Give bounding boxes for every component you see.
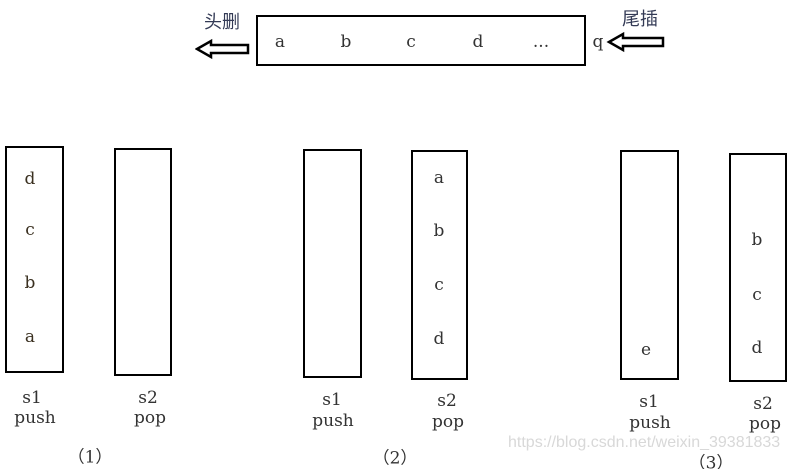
panel-caption: （3） xyxy=(688,453,734,469)
s2-label: s2 xyxy=(753,394,773,414)
stack-item: c xyxy=(25,220,35,240)
stack-s1 xyxy=(303,149,362,378)
stack-item: d xyxy=(24,169,36,189)
stack-item: b xyxy=(433,221,445,241)
s2-op-label: pop xyxy=(432,412,464,432)
s1-label: s1 xyxy=(22,388,42,408)
stack-item: d xyxy=(751,338,763,358)
stack-s1 xyxy=(620,150,679,380)
stack-item: c xyxy=(752,285,762,305)
s2-op-label: pop xyxy=(134,408,166,428)
s2-label: s2 xyxy=(437,391,457,411)
watermark: https://blog.csdn.net/weixin_39381833 xyxy=(508,434,781,451)
s1-op-label: push xyxy=(14,408,56,428)
queue-item: d xyxy=(472,32,484,52)
queue-tail-item: q xyxy=(592,32,604,52)
s2-label: s2 xyxy=(138,388,158,408)
left-arrow-icon xyxy=(195,38,250,60)
queue-item: b xyxy=(340,32,352,52)
panel-caption: （2） xyxy=(372,448,418,469)
s1-op-label: push xyxy=(312,411,354,431)
stack-item: c xyxy=(434,275,444,295)
queue-item: c xyxy=(406,32,416,52)
head-delete-label: 头删 xyxy=(204,12,240,33)
stack-s2 xyxy=(729,153,787,382)
stack-item: b xyxy=(751,230,763,250)
stack-item: d xyxy=(433,329,445,349)
tail-insert-label: 尾插 xyxy=(622,9,658,30)
right-arrow-icon xyxy=(606,31,665,53)
queue-item: ... xyxy=(532,32,550,52)
s1-op-label: push xyxy=(629,413,671,433)
stack-s2 xyxy=(411,150,468,380)
s2-op-label: pop xyxy=(749,414,781,434)
queue-box xyxy=(256,15,586,66)
stack-s1 xyxy=(5,146,64,373)
stack-item: e xyxy=(640,340,652,360)
s1-label: s1 xyxy=(322,390,342,410)
stack-item: a xyxy=(433,168,445,188)
stack-s2 xyxy=(114,148,172,376)
stack-item: a xyxy=(24,327,36,347)
stack-item: b xyxy=(24,273,36,293)
queue-item: a xyxy=(274,32,286,52)
s1-label: s1 xyxy=(639,392,659,412)
panel-caption: （1） xyxy=(67,447,113,468)
